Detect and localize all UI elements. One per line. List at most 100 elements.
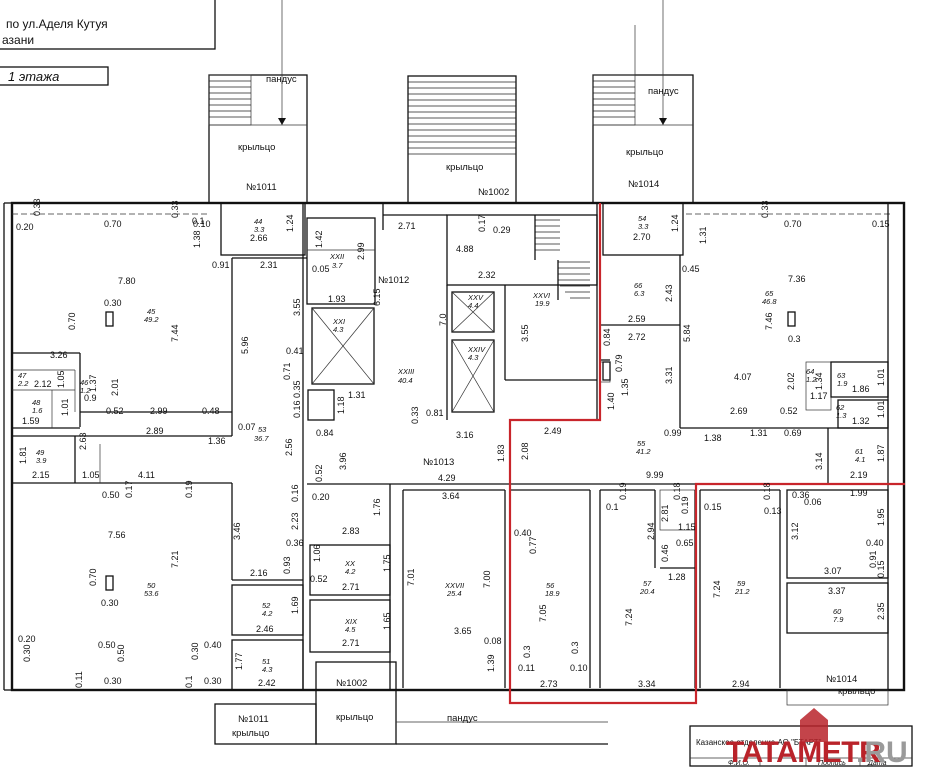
dim-d51: 0.11 [74, 671, 84, 688]
room-XXVI-num: XXVI [532, 291, 550, 300]
room-53-area: 36.7 [254, 434, 269, 443]
dim-d6: 1.38 [192, 230, 202, 248]
dim-d54: 0.30 [204, 676, 222, 686]
dim-d9: 0.91 [212, 260, 230, 270]
dim-d49: 0.40 [204, 640, 222, 650]
dim-d116: 2.70 [633, 232, 651, 242]
highlighted-premises-outline [508, 203, 905, 705]
dim-d137: 1.86 [852, 384, 870, 394]
dim-d77: 0.20 [312, 492, 330, 502]
dim-d20: 0.9 [84, 393, 97, 403]
dim-d94: 0.33 [410, 406, 420, 424]
dim-d145: 1.38 [704, 433, 722, 443]
dim-d64: 1.93 [328, 294, 346, 304]
room-XXII-area: 3.7 [332, 261, 343, 270]
room-60-num: 60 [833, 607, 842, 616]
floor-title-frame: 1 этажа [0, 66, 109, 86]
dim-d37: 0.19 [184, 480, 194, 498]
dim-d105: 2.08 [520, 442, 530, 460]
entrance-1002-label-top: №1002 [478, 187, 509, 198]
dim-d178: 3.37 [828, 586, 846, 596]
room-XXI-num: XXI [332, 317, 345, 326]
room-XXVII-area: 25.4 [446, 589, 462, 598]
porch-1014-top: пандус крыльцо №1014 [592, 0, 694, 204]
room-XXIII-area: 40.4 [398, 376, 413, 385]
dim-d124: 3.31 [664, 366, 674, 384]
dim-d4: 0.10 [193, 219, 211, 229]
dim-d63: 6.15 [372, 288, 382, 306]
room-44-area: 3.3 [254, 225, 265, 234]
porch-label-4: крыльцо [336, 712, 373, 723]
dim-d52: 0.30 [104, 676, 122, 686]
room-52-num: 52 [262, 601, 271, 610]
room-54-area: 3.3 [638, 222, 649, 231]
dim-d91: 2.32 [478, 270, 496, 280]
dim-d133: 0.3 [788, 334, 801, 344]
room-XXV-area: 4.4 [468, 301, 478, 310]
dim-d132: 7.46 [764, 312, 774, 330]
room-47-num: 47 [18, 371, 27, 380]
dim-d78: 2.23 [290, 512, 300, 530]
dim-d139: 1.17 [810, 391, 828, 401]
room-48-area: 1.6 [32, 406, 43, 415]
dim-d5: 0.20 [16, 222, 34, 232]
room-46-num: 46 [80, 378, 89, 387]
dim-d79: 1.76 [372, 498, 382, 516]
dim-d50: 0.30 [190, 642, 200, 660]
room-XX-num: XX [344, 559, 356, 568]
address-frame: по ул.Аделя Кутуя азани [0, 0, 216, 50]
dim-d123: 1.35 [620, 378, 630, 396]
dim-d85: 2.71 [342, 582, 360, 592]
dim-d57: 1.77 [234, 652, 244, 670]
dim-d164: 0.15 [704, 502, 722, 512]
dim-d100: 7.01 [406, 568, 416, 586]
dim-d151: 9.99 [646, 470, 664, 480]
dim-d142: 0.52 [780, 406, 798, 416]
dim-d29: 0.07 [238, 422, 256, 432]
dim-d81: 0.36 [286, 538, 304, 548]
dim-d118: 2.59 [628, 314, 646, 324]
dim-d22: 1.01 [60, 398, 70, 416]
dim-d127: 1.31 [698, 226, 708, 244]
dim-d38: 7.56 [108, 530, 126, 540]
porch-label-3: крыльцо [626, 147, 663, 158]
dim-d13: 0.70 [67, 312, 77, 330]
dim-d62: 0.05 [312, 264, 330, 274]
room-XXV-num: XXV [467, 293, 484, 302]
ramp-label-3: пандус [447, 713, 478, 724]
dim-d87: 2.71 [342, 638, 360, 648]
room-63-area: 1.9 [837, 379, 848, 388]
watermark-part2: .RU [856, 736, 908, 769]
dim-d24: 0.52 [106, 406, 124, 416]
dim-d175: 3.07 [824, 566, 842, 576]
dim-d93: 3.55 [520, 324, 530, 342]
dim-d171: 1.99 [850, 488, 868, 498]
room-50-num: 50 [147, 581, 156, 590]
dim-d32: 2.15 [32, 470, 50, 480]
address-line1: по ул.Аделя Кутуя [6, 17, 108, 31]
dim-d86: 1.65 [382, 612, 392, 630]
dim-d109: 7.05 [538, 604, 548, 622]
dim-d18: 1.05 [56, 370, 66, 388]
room-52-area: 4.2 [262, 609, 273, 618]
room-54-num: 54 [638, 214, 646, 223]
room-XXVI-area: 19.9 [535, 299, 550, 308]
room-64-num: 64 [806, 367, 814, 376]
room-49-num: 49 [36, 448, 45, 457]
dim-d167: 7.24 [712, 580, 722, 598]
dim-d35: 0.50 [102, 490, 120, 500]
dim-d126: 5.84 [682, 324, 692, 342]
dim-d180: 0.1 [192, 216, 205, 226]
room-62-num: 62 [836, 403, 845, 412]
dim-d108: 0.77 [528, 536, 538, 554]
dim-d23: 1.59 [22, 416, 40, 426]
dim-d129: 0.70 [784, 219, 802, 229]
dim-d136: 1.34 [814, 372, 824, 390]
dim-d12: 0.30 [104, 298, 122, 308]
dim-d75: 0.52 [314, 464, 324, 482]
dim-d76: 0.16 [290, 484, 300, 502]
dim-d67: 0.71 [282, 362, 292, 380]
dim-d44: 0.93 [282, 556, 292, 574]
entrance-1002-label-bottom: №1002 [336, 678, 367, 689]
dim-d156: 2.81 [660, 504, 670, 522]
